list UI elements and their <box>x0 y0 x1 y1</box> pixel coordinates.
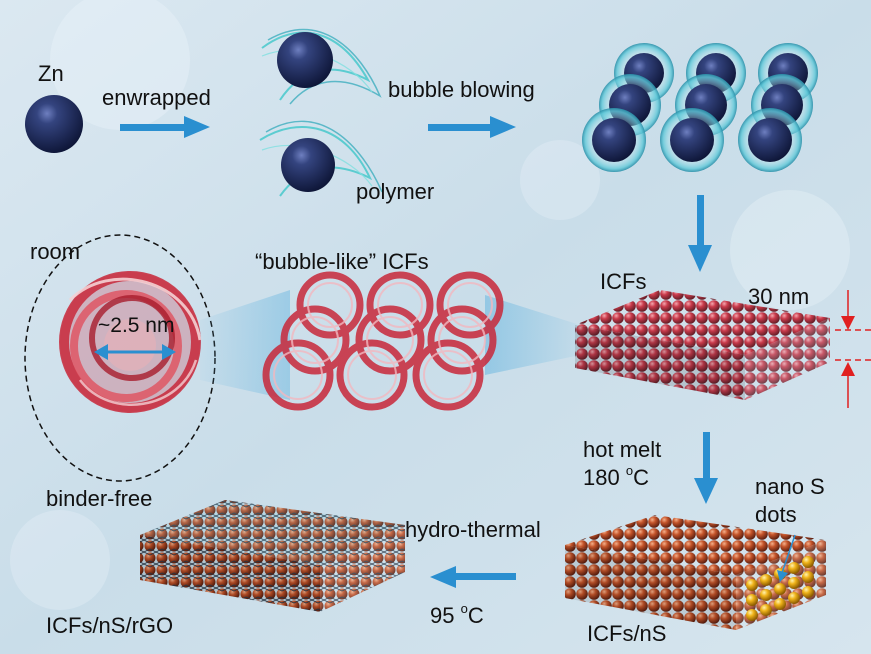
label-bubble-like-icfs: “bubble-like” ICFs <box>255 249 429 274</box>
nano-s-dots <box>746 556 814 621</box>
label-binder-free: binder-free <box>46 486 153 511</box>
label-hot-melt: hot melt <box>583 437 662 462</box>
zn-sphere <box>25 95 83 153</box>
room-magnified-shell <box>59 271 202 413</box>
label-polymer: polymer <box>356 179 435 204</box>
nano-s-pointer <box>777 534 796 582</box>
icfs-slab <box>575 290 830 400</box>
label-icfs: ICFs <box>600 269 647 294</box>
label-pore-size: ~2.5 nm <box>98 314 175 337</box>
bubble-like-icfs-cluster <box>262 271 504 411</box>
label-nano-s: nano S <box>755 474 825 499</box>
label-zn: Zn <box>38 61 64 86</box>
label-dots: dots <box>755 502 797 528</box>
label-bubble-blowing: bubble blowing <box>388 77 535 102</box>
label-icfs-ns: ICFs/nS <box>587 621 667 646</box>
icfs-ns-rgo-slab <box>140 500 405 612</box>
polymer-wrapped-sphere-top <box>261 28 382 105</box>
label-room: room <box>30 239 81 264</box>
label-temp-95: 95 oC <box>430 601 484 628</box>
arrow-hydrothermal <box>430 566 516 588</box>
arrow-down-2 <box>694 432 718 504</box>
label-hydrothermal: hydro-thermal <box>405 517 541 542</box>
label-temp-180: 180 oC <box>583 463 649 491</box>
arrow-down-1 <box>688 195 712 272</box>
label-icfs-ns-rgo: ICFs/nS/rGO <box>46 613 174 638</box>
label-hot-melt-block: hot melt 180 oC <box>583 437 662 491</box>
label-nano-s-block: nano S dots <box>755 474 825 528</box>
label-thickness: 30 nm <box>748 284 810 309</box>
thickness-dimension <box>835 290 871 408</box>
arrow-bubble-blowing <box>428 116 516 138</box>
pore-size-arrow <box>94 344 176 360</box>
arrow-enwrapped <box>120 116 210 138</box>
zoom-beam-right <box>485 295 580 375</box>
label-enwrapped: enwrapped <box>102 85 211 110</box>
polymer-wrapped-sphere-bottom <box>259 120 383 197</box>
bubble-array <box>582 43 818 172</box>
